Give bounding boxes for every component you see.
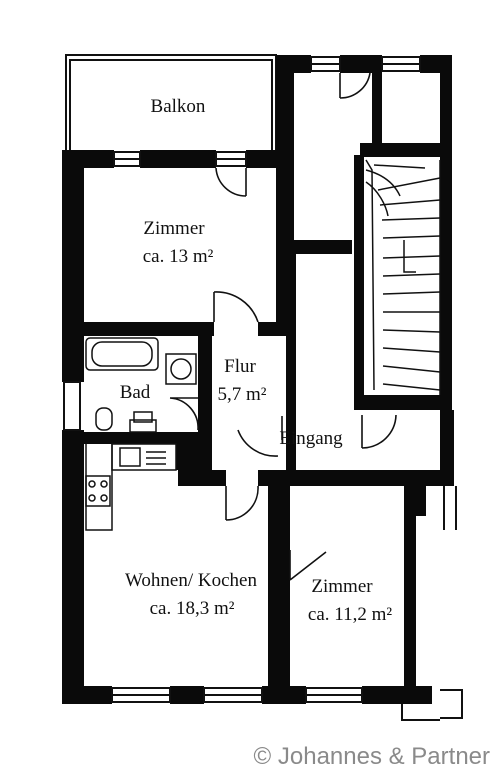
doors bbox=[169, 72, 397, 581]
room-area-wohnen: ca. 18,3 m² bbox=[150, 598, 235, 619]
copyright-credit: © Johannes & Partner bbox=[254, 743, 490, 770]
room-label-balkon: Balkon bbox=[151, 96, 206, 117]
room-label-flur: Flur bbox=[224, 356, 256, 377]
room-label-eingang: Eingang bbox=[279, 428, 343, 449]
room-label-zimmer-bottom: Zimmer bbox=[311, 576, 373, 597]
bathroom-fixtures bbox=[85, 337, 197, 433]
room-label-wohnen: Wohnen/ Kochen bbox=[125, 570, 257, 591]
kitchen-fixtures bbox=[85, 443, 177, 531]
room-area-zimmer-bottom: ca. 11,2 m² bbox=[308, 604, 392, 625]
windows bbox=[111, 56, 421, 703]
walls bbox=[62, 55, 463, 721]
room-label-bad: Bad bbox=[120, 382, 151, 403]
room-area-zimmer-top: ca. 13 m² bbox=[143, 246, 214, 267]
staircase bbox=[365, 159, 441, 395]
room-label-zimmer-top: Zimmer bbox=[143, 218, 205, 239]
room-area-flur: 5,7 m² bbox=[218, 384, 267, 405]
